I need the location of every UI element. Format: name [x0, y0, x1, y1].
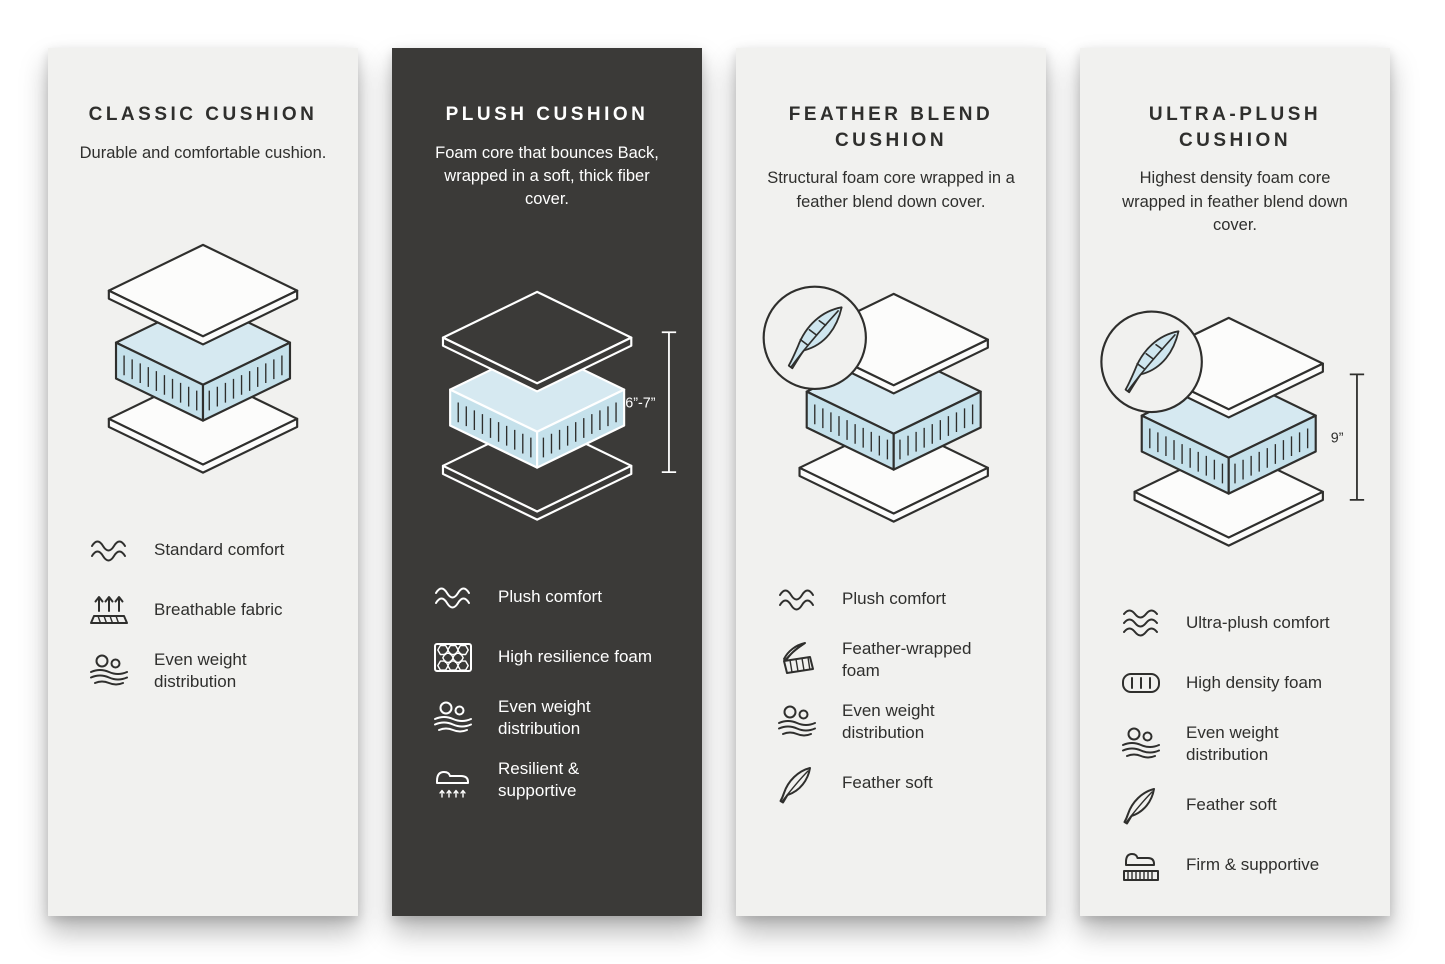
feature-label: Feather-wrapped foam	[842, 639, 972, 681]
resilience-foam-icon	[430, 637, 476, 677]
feature-item: Feather soft	[1118, 784, 1368, 826]
height-indicator: 9”	[1331, 373, 1365, 501]
card-description: Highest density foam core wrapped in fea…	[1122, 169, 1348, 235]
card-title: CLASSIC CUSHION	[88, 104, 318, 125]
cushion-illustration	[752, 258, 1030, 554]
feature-item: Feather soft	[774, 763, 1024, 805]
feature-list: Plush comfort Feather-wrapped foam	[758, 578, 1024, 804]
feature-label: Resilient & supportive	[498, 759, 580, 801]
wave-comfort-icon	[774, 579, 820, 619]
feature-label: Plush comfort	[842, 589, 946, 609]
feature-item: High density foam	[1118, 662, 1368, 704]
feature-item: Even weight distribution	[430, 696, 680, 740]
firm-supportive-icon	[1118, 845, 1164, 885]
feather-badge	[762, 285, 867, 391]
card-title: ULTRA-PLUSH CUSHION	[1148, 104, 1322, 151]
feature-item: Feather-wrapped foam	[774, 638, 1024, 682]
feature-list: Plush comfort High resilience foam	[414, 576, 680, 802]
even-weight-icon	[1118, 724, 1164, 764]
height-indicator: 6”-7”	[625, 331, 677, 473]
feature-item: Resilient & supportive	[430, 758, 680, 802]
breathable-fabric-icon	[86, 590, 132, 630]
feature-label: Even weight distribution	[1186, 722, 1279, 764]
card-description: Foam core that bounces Back, wrapped in …	[435, 143, 659, 209]
feature-label: Even weight distribution	[842, 701, 935, 743]
cushion-layers-diagram: 9”	[1100, 310, 1365, 547]
height-label: 6”-7”	[625, 395, 655, 411]
cushion-layers-diagram	[762, 285, 989, 523]
cushion-illustration	[64, 209, 342, 505]
cushion-layers-diagram: 6”-7”	[441, 290, 677, 521]
feature-item: High resilience foam	[430, 636, 680, 678]
feature-label: Even weight distribution	[154, 650, 247, 692]
feather-icon	[1118, 785, 1164, 825]
feature-item: Even weight distribution	[774, 700, 1024, 744]
card-title: FEATHER BLEND CUSHION	[788, 104, 994, 151]
feather-icon	[774, 764, 820, 804]
even-weight-icon	[774, 702, 820, 742]
cushion-illustration: 6”-7”	[408, 256, 686, 552]
feature-list: Standard comfort Breathable fabric	[70, 529, 336, 693]
card-feather-blend-cushion: FEATHER BLEND CUSHION Structural foam co…	[736, 48, 1046, 916]
feature-label: Firm & supportive	[1186, 854, 1320, 874]
feature-label: Feather soft	[1186, 794, 1277, 814]
feature-item: Plush comfort	[774, 578, 1024, 620]
wave-comfort-icon	[1118, 603, 1164, 643]
card-ultra-plush-cushion: ULTRA-PLUSH CUSHION Highest density foam…	[1080, 48, 1390, 916]
cushion-illustration: 9”	[1096, 282, 1374, 578]
feature-item: Breathable fabric	[86, 589, 336, 631]
card-title: PLUSH CUSHION	[445, 104, 649, 125]
feature-label: Even weight distribution	[498, 696, 591, 738]
cushion-layers-diagram	[107, 243, 299, 474]
feature-label: Plush comfort	[498, 586, 602, 606]
card-description: Structural foam core wrapped in a feathe…	[767, 169, 1015, 211]
card-description: Durable and comfortable cushion.	[79, 143, 327, 162]
feather-wrapped-foam-icon	[774, 640, 820, 680]
card-plush-cushion: PLUSH CUSHION Foam core that bounces Bac…	[392, 48, 702, 916]
feature-label: High density foam	[1186, 672, 1323, 692]
feature-item: Even weight distribution	[86, 649, 336, 693]
card-classic-cushion: CLASSIC CUSHION Durable and comfortable …	[48, 48, 358, 916]
height-label: 9”	[1331, 430, 1344, 446]
feather-badge	[1100, 310, 1203, 413]
feature-item: Plush comfort	[430, 576, 680, 618]
feature-list: Ultra-plush comfort High density foam	[1102, 602, 1368, 886]
even-weight-icon	[430, 698, 476, 738]
high-density-foam-icon	[1118, 663, 1164, 703]
even-weight-icon	[86, 651, 132, 691]
wave-comfort-icon	[86, 530, 132, 570]
feature-label: Breathable fabric	[154, 600, 283, 620]
feature-label: High resilience foam	[498, 646, 653, 666]
feature-label: Standard comfort	[154, 540, 285, 560]
feature-item: Even weight distribution	[1118, 722, 1368, 766]
resilient-supportive-icon	[430, 760, 476, 800]
feature-label: Feather soft	[842, 773, 933, 793]
feature-item: Ultra-plush comfort	[1118, 602, 1368, 644]
feature-item: Firm & supportive	[1118, 844, 1368, 886]
feature-item: Standard comfort	[86, 529, 336, 571]
feature-label: Ultra-plush comfort	[1186, 612, 1330, 632]
wave-comfort-icon	[430, 577, 476, 617]
